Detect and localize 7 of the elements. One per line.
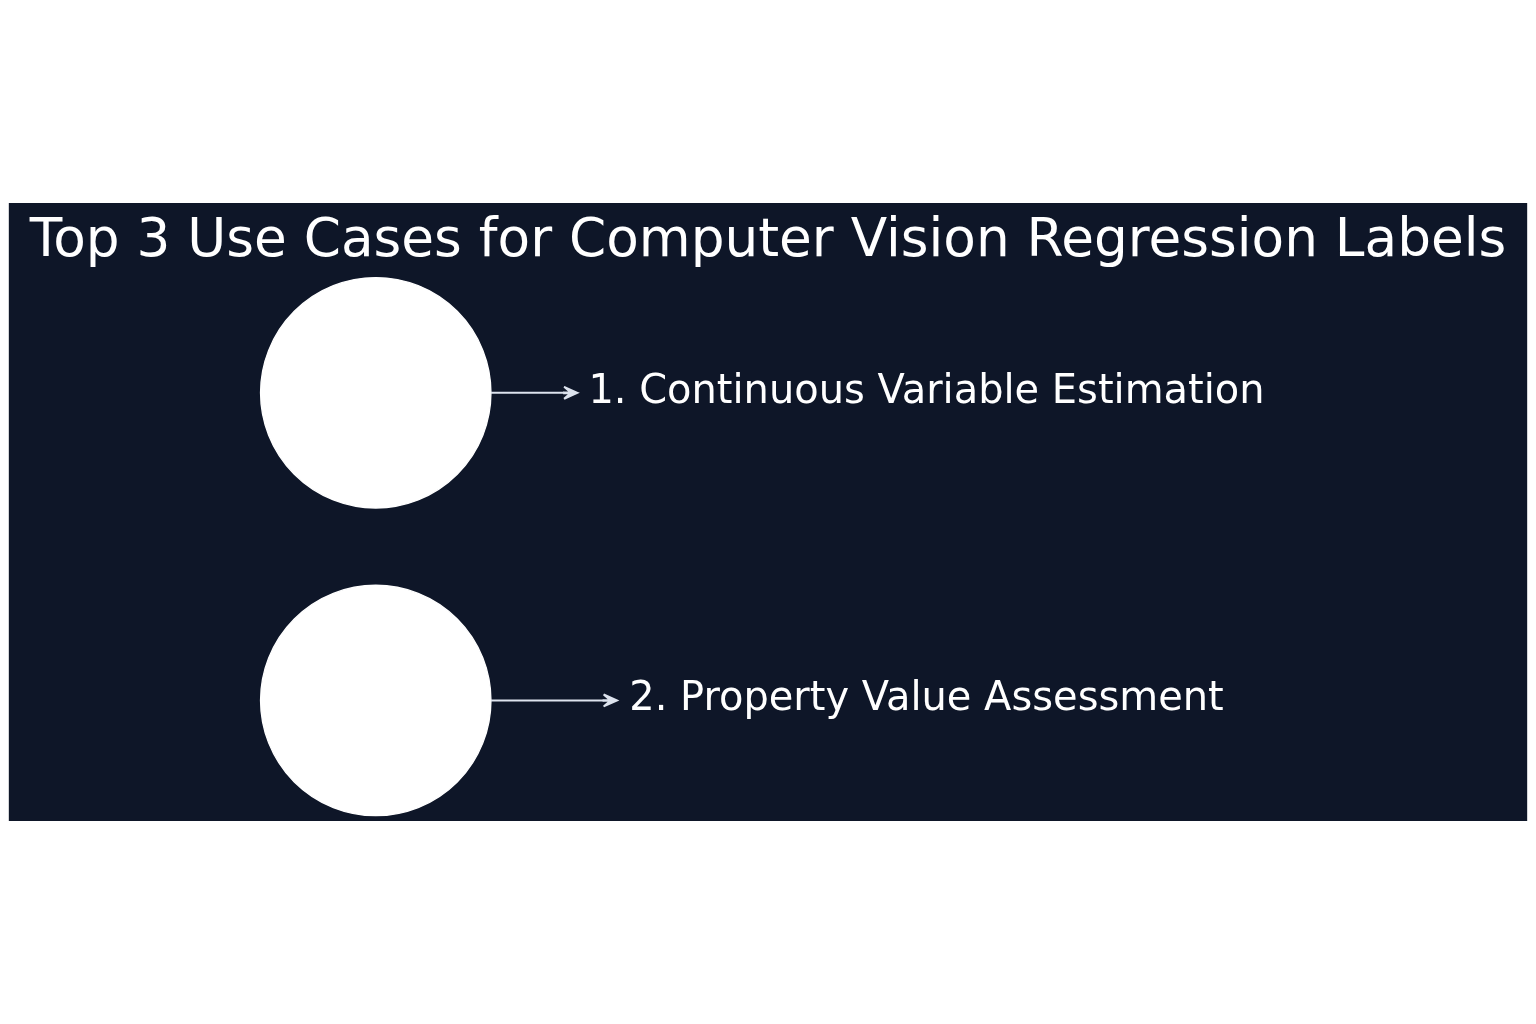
node-text: 2. Property Value Assessment [629,673,1224,720]
node-circle [259,276,492,509]
node-text: 1. Continuous Variable Estimation [588,365,1265,412]
arrow [490,693,618,708]
diagram-title: Top 3 Use Cases for Computer Vision Regression Labels [29,207,1507,270]
node-circle [259,584,492,817]
arrow [490,385,579,400]
